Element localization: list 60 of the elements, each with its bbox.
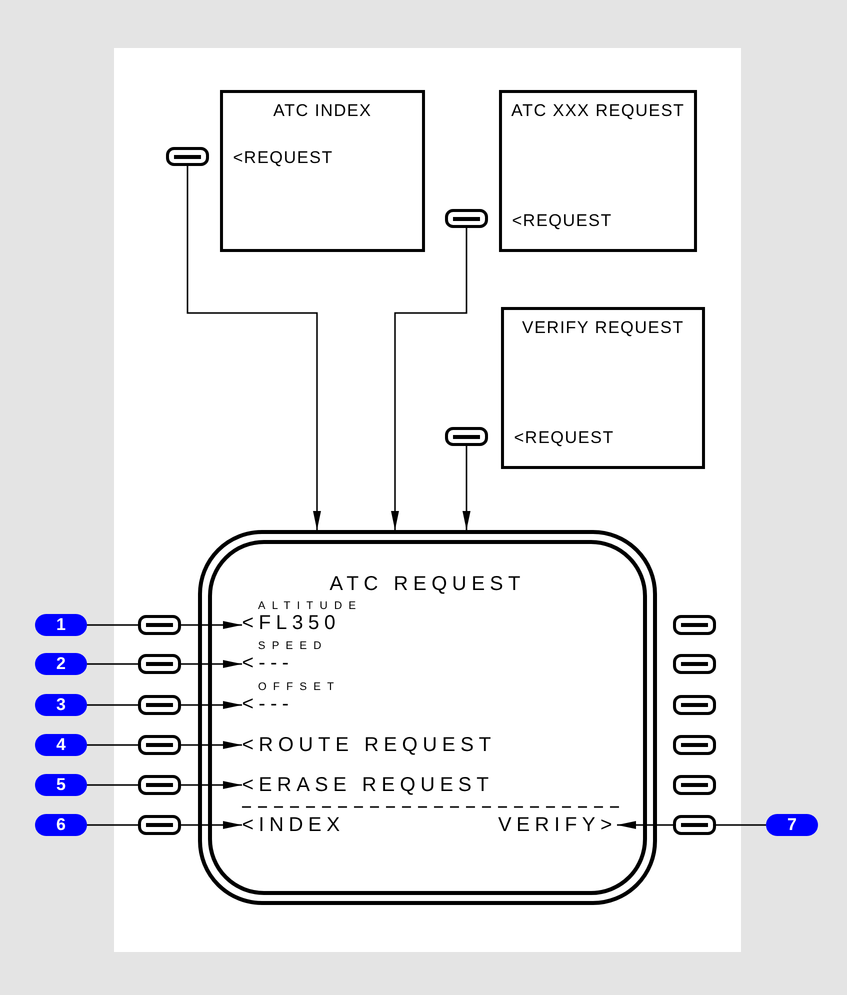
- arrow: [617, 821, 673, 829]
- arrow: [462, 446, 470, 530]
- menu-page-box: [501, 307, 705, 469]
- line-select-key: [138, 695, 181, 715]
- page-title: ATC XXX REQUEST: [510, 101, 686, 121]
- arrow: [181, 660, 242, 668]
- page-title: VERIFY REQUEST: [521, 318, 685, 338]
- field-value: <---: [242, 693, 294, 715]
- arrow: [181, 701, 242, 709]
- arrow: [181, 781, 242, 789]
- menu-option: <REQUEST: [233, 148, 334, 168]
- line-select-key: [673, 775, 716, 795]
- leader-line: [87, 784, 138, 786]
- menu-option: <ROUTE REQUEST: [242, 734, 496, 756]
- field-label: OFFSET: [258, 681, 340, 693]
- line-select-key: [445, 427, 488, 446]
- line-select-key: [673, 615, 716, 635]
- line-select-key: [138, 654, 181, 674]
- menu-option: <ERASE REQUEST: [242, 774, 494, 796]
- leader-line: [87, 744, 138, 746]
- line-select-key: [673, 735, 716, 755]
- screen-title: ATC REQUEST: [328, 573, 526, 595]
- line-select-key: [138, 815, 181, 835]
- arrow: [186, 166, 321, 530]
- arrow: [181, 741, 242, 749]
- leader-line: [87, 663, 138, 665]
- line-select-key: [166, 147, 209, 166]
- arrow: [181, 621, 242, 629]
- callout-number: 7: [766, 814, 818, 836]
- field-value: <FL350: [242, 612, 340, 634]
- field-label: ALTITUDE: [258, 600, 362, 612]
- menu-option: <REQUEST: [512, 211, 612, 231]
- callout-number: 3: [35, 694, 87, 716]
- arrow: [181, 821, 242, 829]
- line-select-key: [138, 615, 181, 635]
- callout-number: 4: [35, 734, 87, 756]
- callout-number: 6: [35, 814, 87, 836]
- field-value: <---: [242, 652, 294, 674]
- line-select-key: [673, 815, 716, 835]
- leader-line: [87, 624, 138, 626]
- line-select-key: [445, 209, 488, 228]
- callout-number: 5: [35, 774, 87, 796]
- display-screen: [198, 530, 657, 905]
- callout-number: 2: [35, 653, 87, 675]
- line-select-key: [138, 735, 181, 755]
- callout-number: 1: [35, 614, 87, 636]
- arrow: [391, 228, 468, 530]
- menu-option: <INDEX: [242, 814, 345, 836]
- line-select-key: [138, 775, 181, 795]
- leader-line: [87, 704, 138, 706]
- leader-line: [716, 824, 766, 826]
- menu-option: VERIFY>: [498, 814, 617, 836]
- line-select-key: [673, 654, 716, 674]
- menu-page-box: [220, 90, 425, 252]
- page-title: ATC INDEX: [272, 101, 373, 121]
- field-label: SPEED: [258, 640, 328, 652]
- leader-line: [87, 824, 138, 826]
- menu-page-box: [499, 90, 697, 252]
- menu-option: <REQUEST: [514, 428, 614, 448]
- line-select-key: [673, 695, 716, 715]
